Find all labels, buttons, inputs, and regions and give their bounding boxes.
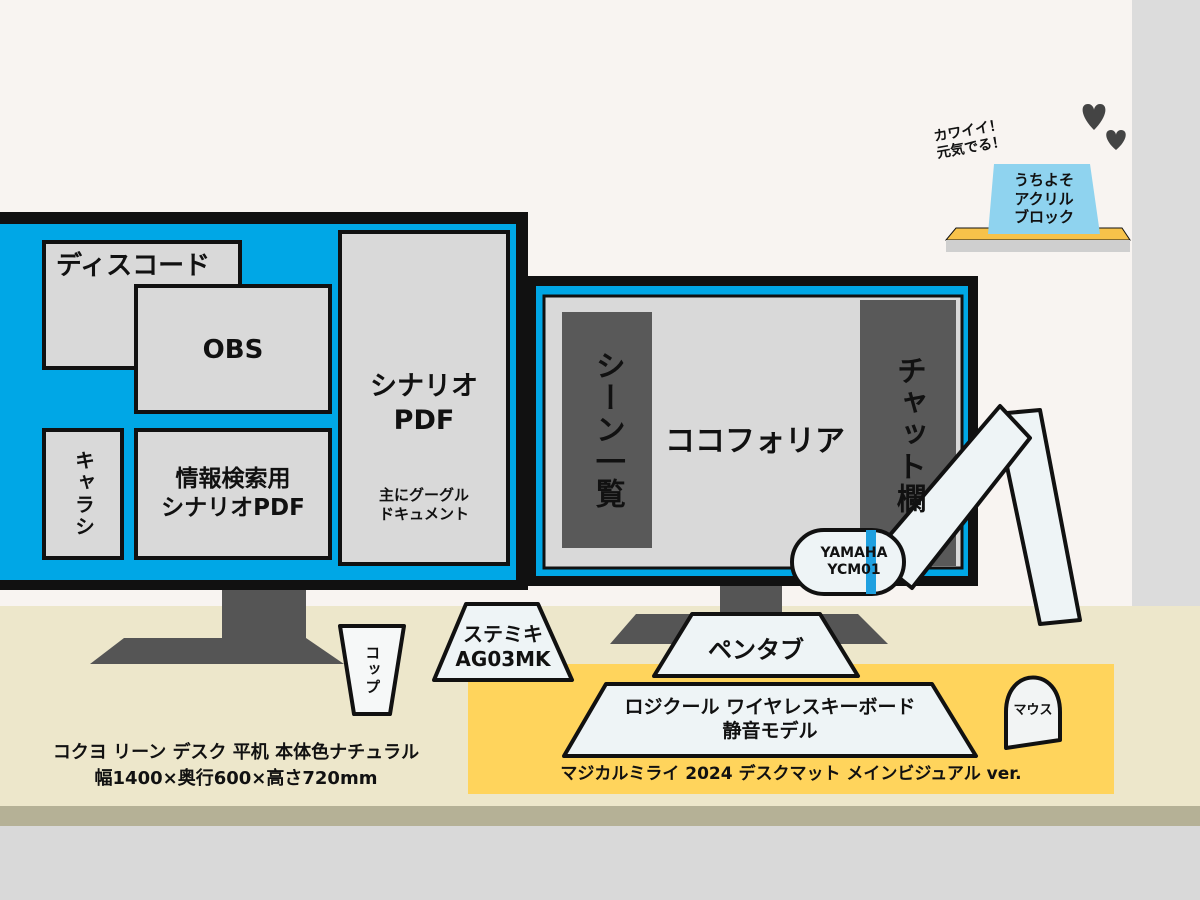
cup xyxy=(338,624,406,716)
label-discord: ディスコード xyxy=(56,250,211,281)
desk-edge xyxy=(0,806,1200,826)
side-wall xyxy=(1132,0,1200,606)
label-search-pdf: 情報検索用 シナリオPDF xyxy=(161,466,305,521)
floor xyxy=(0,826,1200,900)
label-scenario-pdf: シナリオ PDF xyxy=(370,371,478,436)
label-mouse: マウス xyxy=(1013,702,1053,718)
label-desk-size: 幅1400×奥行600×高さ720mm xyxy=(94,767,378,789)
window-obs xyxy=(134,284,332,414)
label-keyboard: ロジクール ワイヤレスキーボード 静音モデル xyxy=(624,696,916,742)
label-acrylic: うちよそ アクリル ブロック xyxy=(1013,170,1074,227)
label-mic: YAMAHA YCM01 xyxy=(820,544,888,579)
window-search-pdf xyxy=(134,428,332,560)
mic-stripe xyxy=(866,530,876,594)
shelf-front xyxy=(946,240,1130,252)
acrylic-block xyxy=(988,164,1100,234)
window-scenario-pdf xyxy=(338,230,510,566)
left-monitor-base xyxy=(90,638,344,664)
mic-arm-upper xyxy=(994,408,1082,626)
label-cup: コップ xyxy=(363,644,382,696)
label-cocofolia: ココフォリア xyxy=(665,424,845,460)
window-chara-sheet xyxy=(42,428,124,560)
panel-scene-list xyxy=(562,312,652,548)
right-monitor-neck xyxy=(720,580,782,618)
label-scenario-note: 主にグーグル ドキュメント xyxy=(378,486,469,523)
label-chara-sheet: キャラシ xyxy=(71,450,96,538)
label-mixer: ステミキ AG03MK xyxy=(455,622,551,671)
mouse xyxy=(1004,675,1062,750)
pen-tablet xyxy=(652,612,860,678)
label-scene-list: シーン一覧 xyxy=(589,350,625,510)
left-monitor-neck xyxy=(222,586,306,642)
heart-icon xyxy=(1106,130,1126,150)
label-mat: マジカルミライ 2024 デスクマット メインビジュアル ver. xyxy=(560,764,1022,785)
mic-arm-lower xyxy=(870,404,1032,590)
label-obs: OBS xyxy=(202,334,264,365)
keyboard xyxy=(562,682,978,758)
label-pentab: ペンタブ xyxy=(708,636,804,664)
label-chat: チャット欄 xyxy=(890,355,926,515)
label-desk-name: コクヨ リーン デスク 平机 本体色ナチュラル xyxy=(52,741,420,763)
heart-icon xyxy=(1082,104,1106,130)
mixer xyxy=(432,602,574,682)
